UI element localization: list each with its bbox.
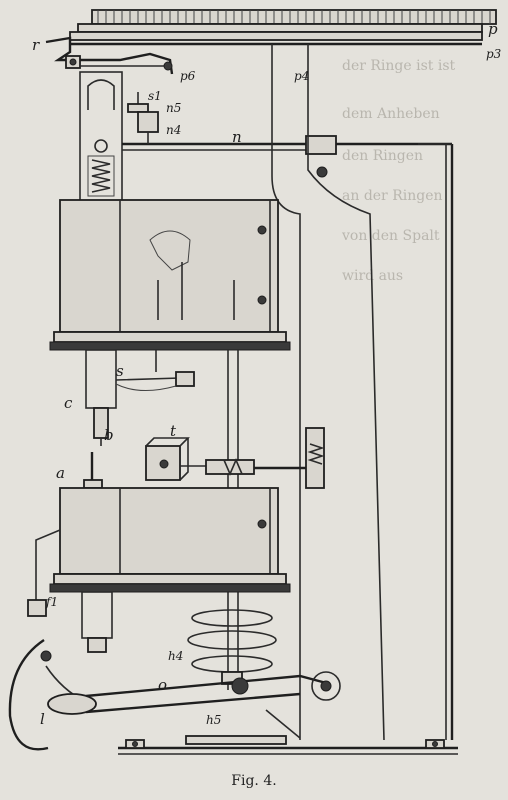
label-p6: p6 — [180, 69, 196, 83]
bleed-line: von den Spalt — [341, 228, 440, 244]
label-n: n — [232, 128, 242, 146]
label-l: l — [40, 710, 45, 728]
label-b: b — [104, 426, 114, 444]
label-f1: f1 — [45, 595, 58, 609]
label-a: a — [56, 464, 65, 482]
bleed-line: der Ringe ist ist — [342, 58, 456, 74]
bleed-line: dem Anheben — [342, 106, 440, 122]
figure-caption: Fig. 4. — [231, 773, 277, 789]
pin-a — [83, 452, 103, 489]
lower-spindle — [27, 529, 113, 662]
spindle-left — [85, 349, 117, 446]
bleed-line: wird aus — [342, 268, 403, 284]
bleed-through-text: der Ringe ist ist dem Anheben den Ringen… — [341, 58, 456, 284]
label-o: o — [158, 676, 167, 694]
label-s1: s1 — [148, 89, 162, 103]
label-h5: h5 — [206, 713, 221, 727]
base-plate — [118, 709, 458, 755]
upper-column — [79, 71, 123, 203]
cube-t — [145, 427, 325, 489]
cable-l — [8, 639, 49, 751]
label-n5: n5 — [166, 101, 181, 115]
upper-gear — [49, 331, 291, 351]
lever-o — [45, 665, 341, 715]
central-upright — [271, 44, 385, 741]
rod-n — [122, 135, 454, 740]
label-t: t — [170, 422, 177, 440]
lower-housing — [49, 487, 291, 593]
label-p3: p3 — [486, 47, 502, 61]
lever-s — [115, 371, 195, 391]
top-disc — [69, 9, 497, 46]
label-h4: h4 — [168, 649, 183, 663]
label-p: p — [488, 20, 498, 38]
screw-assembly — [127, 92, 159, 144]
label-n4: n4 — [166, 123, 181, 137]
upper-lever — [45, 36, 174, 75]
pulley-h4 — [187, 609, 277, 685]
label-s: s — [116, 362, 124, 380]
label-r: r — [32, 36, 40, 54]
part-labels: r p p3 p6 p4 s1 n5 n4 n s c b t a f1 h4 … — [32, 20, 502, 728]
upper-housing — [59, 199, 279, 333]
label-c: c — [64, 394, 73, 412]
bleed-line: den Ringen — [342, 148, 423, 164]
bleed-line: an der Ringen — [342, 188, 443, 204]
label-p4: p4 — [294, 69, 309, 83]
